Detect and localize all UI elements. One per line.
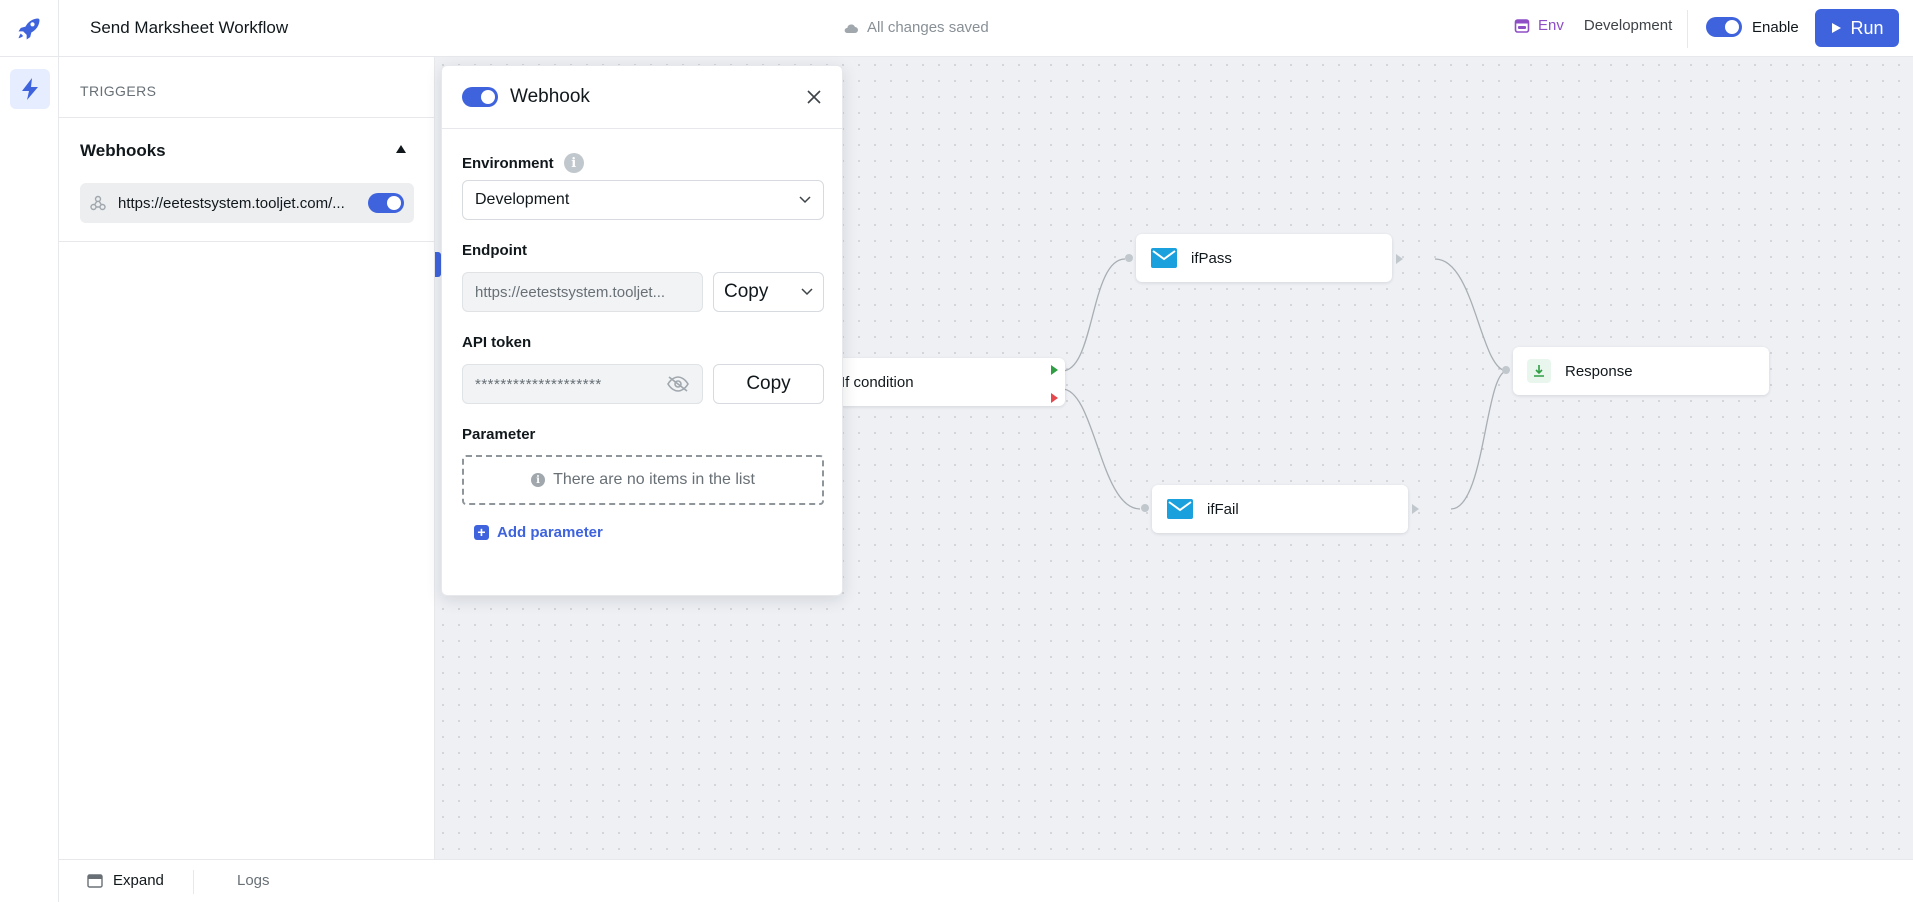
collapse-caret-icon[interactable] [396,145,406,153]
iffail-output-handle[interactable] [1412,504,1419,514]
info-icon[interactable]: i [563,153,584,173]
enable-toggle-group: Enable [1706,17,1799,37]
logs-tab[interactable]: Logs [237,872,270,889]
if-condition-node[interactable]: If condition [833,358,1065,406]
triggers-nav-button[interactable] [10,69,50,109]
env-label: Env [1538,17,1564,34]
webhook-panel-header: Webhook [442,66,842,129]
cloud-icon [843,22,859,34]
parameter-label: Parameter [462,426,536,443]
webhooks-title[interactable]: Webhooks [80,141,166,160]
env-icon [1514,18,1530,34]
start-node-edge [435,252,441,277]
environment-select[interactable]: Development [462,180,824,220]
webhook-config-panel: Webhook Environment i Development Endpoi… [441,65,843,596]
webhook-list-item[interactable]: https://eetestsystem.tooljet.com/... [80,183,414,223]
plus-icon: + [474,525,489,540]
endpoint-copy-label: Copy [724,281,769,302]
logo[interactable] [0,0,59,57]
close-icon[interactable] [806,89,822,105]
chevron-down-icon [801,288,813,296]
true-handle-icon[interactable] [1051,365,1058,375]
expand-button[interactable]: Expand [87,872,164,889]
response-label: Response [1565,362,1633,380]
webhooks-section [59,118,434,242]
response-icon [1527,359,1551,383]
workflow-title[interactable]: Send Marksheet Workflow [90,18,289,37]
ifpass-label: ifPass [1191,249,1232,267]
webhook-url: https://eetestsystem.tooljet.com/... [118,194,345,212]
edge-true [1061,258,1126,372]
edge-fail-response [1450,370,1508,510]
divider [1687,10,1688,48]
env-value: Development [1583,17,1673,34]
iffail-input-handle[interactable] [1141,504,1149,512]
save-status-text: All changes saved [867,19,989,36]
lightning-icon [20,77,40,101]
iffail-node[interactable]: ifFail [1152,485,1408,533]
ifpass-node[interactable]: ifPass [1136,234,1392,282]
add-parameter-button[interactable]: + Add parameter [474,524,603,541]
enable-toggle[interactable] [1706,17,1742,37]
parameter-empty-list: i There are no items in the list [462,455,824,505]
iffail-label: ifFail [1207,500,1239,518]
false-handle-icon[interactable] [1051,393,1058,403]
endpoint-copy-dropdown[interactable]: Copy [713,272,824,312]
add-parameter-label: Add parameter [497,524,603,541]
expand-label: Expand [113,872,164,889]
ifpass-output-handle[interactable] [1396,254,1403,264]
empty-list-message: There are no items in the list [553,471,755,488]
edge-pass-response [1434,258,1508,372]
environment-label-row: Environment i [462,153,584,173]
response-node[interactable]: Response [1513,347,1769,395]
environment-value: Development [475,191,570,208]
environment-label: Environment [462,154,554,172]
run-label: Run [1850,17,1884,38]
if-condition-label: If condition [841,373,914,391]
triggers-heading: TRIGGERS [59,57,434,118]
save-status: All changes saved [843,19,989,36]
endpoint-field[interactable]: https://eetestsystem.tooljet... [462,272,703,312]
eye-off-icon[interactable] [666,375,690,393]
endpoint-label: Endpoint [462,242,527,259]
bottom-bar: Expand Logs [59,859,1913,902]
edge-false [1061,388,1141,510]
api-token-field[interactable]: ******************** [462,364,703,404]
rocket-icon [15,15,43,43]
edges [1061,258,1508,510]
ifpass-input-handle[interactable] [1125,254,1133,262]
webhook-panel-title: Webhook [510,86,590,107]
mail-icon [1167,499,1193,519]
play-icon [1830,22,1842,34]
api-token-label: API token [462,334,532,351]
api-token-copy-button[interactable]: Copy [713,364,824,404]
run-button[interactable]: Run [1815,9,1899,47]
environment-selector[interactable]: Env Development [1514,17,1672,34]
top-bar: Send Marksheet Workflow All changes save… [0,0,1913,57]
response-input-handle[interactable] [1502,366,1510,374]
triggers-panel: TRIGGERS Webhooks https://eetestsystem.t… [59,57,435,859]
enable-label: Enable [1752,18,1799,36]
webhook-icon [90,195,106,211]
webhook-panel-toggle[interactable] [462,87,498,107]
info-icon: i [531,473,546,487]
mail-icon [1151,248,1177,268]
api-token-value: ******************** [475,375,602,393]
left-rail [0,57,59,902]
panel-expand-icon [87,873,103,888]
divider [193,870,194,894]
chevron-down-icon [799,196,811,204]
webhook-enable-toggle[interactable] [368,193,404,213]
